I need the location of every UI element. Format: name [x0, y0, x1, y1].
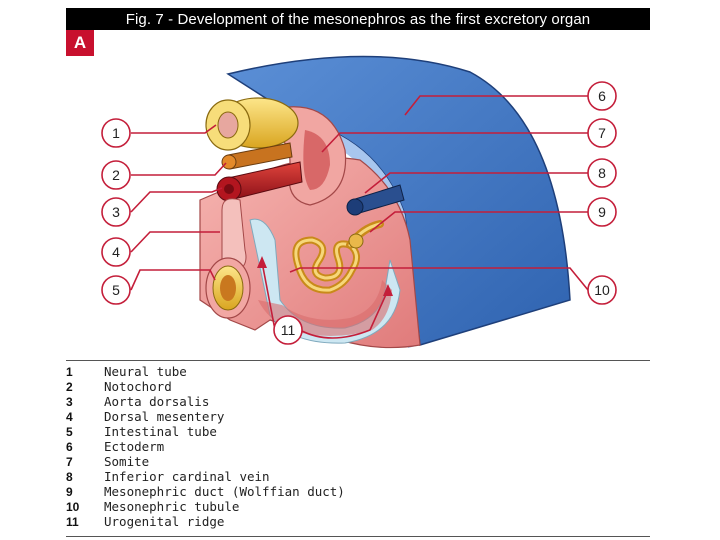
legend-label: Mesonephric tubule — [104, 499, 240, 514]
legend-number: 2 — [66, 379, 73, 394]
notochord-end — [221, 154, 237, 170]
legend-row-9: 9 Mesonephric duct (Wolffian duct) — [66, 484, 650, 499]
legend-row-5: 5 Intestinal tube — [66, 424, 650, 439]
legend-divider-top — [66, 360, 650, 361]
legend-row-11: 11 Urogenital ridge — [66, 514, 650, 529]
callout-11: 11 — [273, 315, 303, 345]
legend-label: Ectoderm — [104, 439, 165, 454]
legend-number: 3 — [66, 394, 73, 409]
callout-7: 7 — [587, 118, 617, 148]
callout-2: 2 — [101, 160, 131, 190]
leader-line-3 — [130, 187, 223, 213]
legend-row-6: 6 Ectoderm — [66, 439, 650, 454]
legend-number: 1 — [66, 364, 73, 379]
legend-row-1: 1 Neural tube — [66, 364, 650, 379]
leader-line-5 — [130, 269, 216, 291]
legend-label: Notochord — [104, 379, 172, 394]
leader-line-11b — [261, 261, 276, 331]
intestinal-tube-lumen — [220, 275, 236, 301]
callout-9: 9 — [587, 197, 617, 227]
callout-number: 10 — [594, 282, 610, 298]
neural-tube-lumen — [217, 111, 239, 139]
legend-row-2: 2 Notochord — [66, 379, 650, 394]
callout-number: 8 — [598, 165, 606, 181]
callout-4: 4 — [101, 237, 131, 267]
legend-label: Mesonephric duct (Wolffian duct) — [104, 484, 345, 499]
legend-number: 9 — [66, 484, 73, 499]
legend-row-4: 4 Dorsal mesentery — [66, 409, 650, 424]
legend-number: 5 — [66, 424, 73, 439]
cardinal-vein-end — [346, 198, 364, 216]
aorta-lumen — [224, 184, 234, 194]
legend-label: Inferior cardinal vein — [104, 469, 270, 484]
callout-10: 10 — [587, 275, 617, 305]
callout-8: 8 — [587, 158, 617, 188]
callout-number: 4 — [112, 244, 120, 260]
legend-row-3: 3 Aorta dorsalis — [66, 394, 650, 409]
callout-number: 9 — [598, 204, 606, 220]
legend-label: Somite — [104, 454, 150, 469]
legend-label: Dorsal mesentery — [104, 409, 225, 424]
leader-line-4 — [130, 231, 220, 253]
leader-arrow-11a — [257, 256, 267, 268]
mesonephric-tubule-highlight — [294, 238, 358, 292]
legend-number: 8 — [66, 469, 73, 484]
callouts: 1 2 3 4 5 6 7 8 9 10 11 — [101, 81, 617, 345]
callout-number: 7 — [598, 125, 606, 141]
leader-line-10 — [289, 267, 589, 291]
legend-number: 6 — [66, 439, 73, 454]
legend-number: 4 — [66, 409, 73, 424]
mesonephric-duct-end — [348, 233, 364, 249]
callout-5: 5 — [101, 275, 131, 305]
callout-3: 3 — [101, 197, 131, 227]
panel-label: A — [66, 30, 94, 56]
leader-arrows — [257, 256, 393, 296]
legend-label: Intestinal tube — [104, 424, 217, 439]
callout-1: 1 — [101, 118, 131, 148]
leader-arrow-11b — [383, 284, 393, 296]
callout-number: 2 — [112, 167, 120, 183]
callout-number: 3 — [112, 204, 120, 220]
figure-title: Fig. 7 - Development of the mesonephros … — [66, 8, 650, 30]
callout-number: 1 — [112, 125, 120, 141]
legend-label: Neural tube — [104, 364, 187, 379]
leader-line-2 — [131, 162, 227, 176]
leader-line-1 — [131, 124, 217, 134]
callout-number: 11 — [281, 322, 296, 338]
legend-label: Aorta dorsalis — [104, 394, 210, 409]
callout-number: 6 — [598, 88, 606, 104]
leader-line-8 — [364, 172, 588, 194]
leader-line-7 — [321, 132, 588, 153]
callout-6: 6 — [587, 81, 617, 111]
leader-lines — [130, 95, 589, 339]
legend-row-10: 10 Mesonephric tubule — [66, 499, 650, 514]
legend-number: 7 — [66, 454, 73, 469]
legend-number: 10 — [66, 499, 80, 514]
legend-label: Urogenital ridge — [104, 514, 225, 529]
somite-inner — [303, 130, 330, 190]
legend-divider-bottom — [66, 536, 650, 537]
leader-line-9 — [369, 211, 588, 233]
leader-line-11 — [299, 289, 389, 339]
leader-line-6 — [404, 95, 588, 116]
legend-row-7: 7 Somite — [66, 454, 650, 469]
legend-row-8: 8 Inferior cardinal vein — [66, 469, 650, 484]
legend-number: 11 — [66, 514, 79, 529]
callout-number: 5 — [112, 282, 120, 298]
